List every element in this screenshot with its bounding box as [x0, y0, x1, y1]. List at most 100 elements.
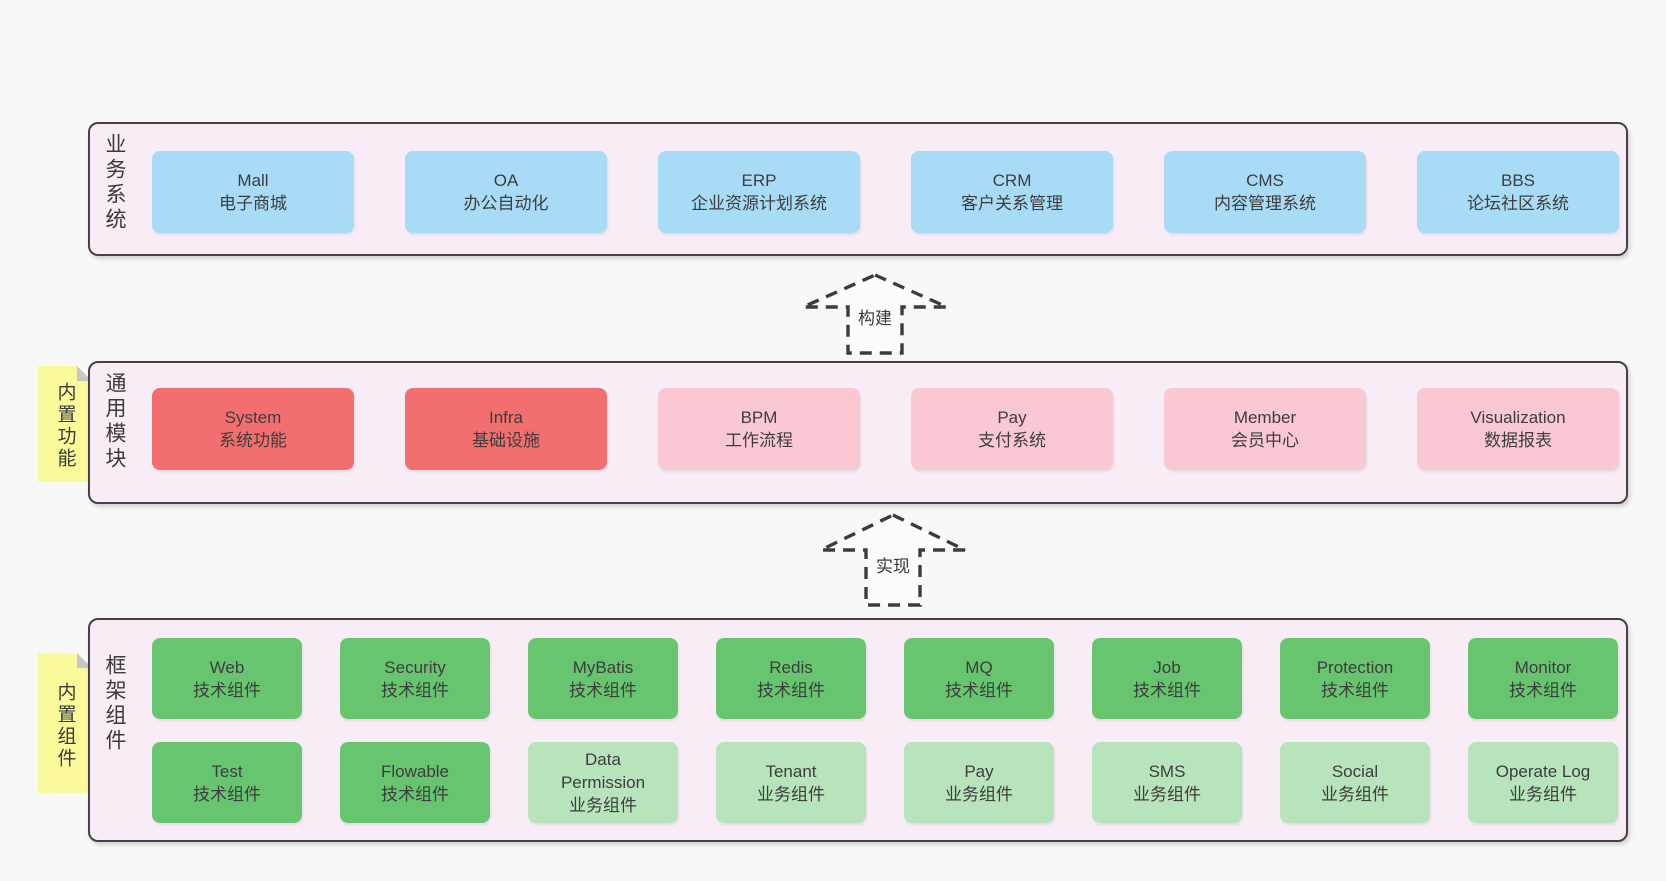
note-text: 内置功能 [54, 382, 76, 471]
box-title: Pay [964, 761, 994, 781]
box-social: Social 业务组件 [1280, 742, 1430, 823]
box-title: BBS [1500, 171, 1536, 190]
box-subtitle: 业务组件 [1133, 784, 1201, 804]
panel-framework-components: 框架组件 Web 技术组件 Security 技术组件 MyBatis 技术组件… [88, 618, 1628, 842]
box-title: Web [209, 657, 245, 677]
box-subtitle: 技术组件 [757, 680, 825, 700]
box-subtitle: 会员中心 [1231, 431, 1299, 450]
components-box-row-1: Web 技术组件 Security 技术组件 MyBatis 技术组件 Redi… [152, 638, 1618, 719]
components-box-row-2: Test 技术组件 Flowable 技术组件 Data Permission … [152, 742, 1618, 823]
box-subtitle: 支付系统 [978, 431, 1046, 450]
box-test: Test 技术组件 [152, 742, 302, 823]
box-mq: MQ 技术组件 [904, 638, 1054, 719]
box-subtitle: 客户关系管理 [961, 194, 1063, 213]
business-box-row: Mall 电子商城 OA 办公自动化 ERP 企业资源计划系统 CRM 客户关系… [152, 151, 1619, 233]
box-system: System 系统功能 [152, 388, 354, 470]
box-subtitle: 工作流程 [725, 431, 793, 450]
box-subtitle: 技术组件 [1321, 680, 1389, 700]
build-arrow: 构建 [800, 272, 950, 356]
box-protection: Protection 技术组件 [1280, 638, 1430, 719]
box-redis: Redis 技术组件 [716, 638, 866, 719]
box-subtitle: 论坛社区系统 [1467, 194, 1569, 213]
box-title: Job [1153, 657, 1181, 677]
box-infra: Infra 基础设施 [405, 388, 607, 470]
box-bpm: BPM 工作流程 [658, 388, 860, 470]
box-subtitle: 技术组件 [1133, 680, 1201, 700]
box-subtitle: 数据报表 [1484, 431, 1552, 450]
box-title: System [224, 408, 282, 427]
sticky-note-builtin-components: 内置组件 [38, 653, 92, 793]
box-subtitle: 业务组件 [569, 796, 637, 815]
box-title: SMS [1148, 761, 1186, 781]
box-title: Data Permission [560, 750, 646, 792]
sticky-note-builtin-features: 内置功能 [38, 366, 92, 482]
box-title: Flowable [380, 761, 450, 781]
modules-box-row: System 系统功能 Infra 基础设施 BPM 工作流程 Pay 支付系统… [152, 388, 1619, 470]
box-subtitle: 技术组件 [193, 680, 261, 700]
note-text: 内置组件 [54, 681, 76, 770]
arrow-label: 实现 [873, 552, 913, 578]
box-tenant: Tenant 业务组件 [716, 742, 866, 823]
box-subtitle: 内容管理系统 [1214, 194, 1316, 213]
box-crm: CRM 客户关系管理 [911, 151, 1113, 233]
box-web: Web 技术组件 [152, 638, 302, 719]
box-title: Security [384, 657, 446, 677]
box-member: Member 会员中心 [1164, 388, 1366, 470]
box-title: Mall [237, 171, 269, 190]
box-title: Visualization [1470, 408, 1566, 427]
box-subtitle: 业务组件 [945, 784, 1013, 804]
box-pay-system: Pay 支付系统 [911, 388, 1113, 470]
box-title: Redis [769, 657, 813, 677]
panel-common-modules: 通用模块 System 系统功能 Infra 基础设施 BPM 工作流程 Pay… [88, 361, 1628, 504]
box-title: CRM [992, 171, 1032, 190]
box-title: Test [211, 761, 243, 781]
box-mybatis: MyBatis 技术组件 [528, 638, 678, 719]
box-subtitle: 企业资源计划系统 [691, 194, 827, 213]
layer-label-components: 框架组件 [103, 654, 126, 754]
box-subtitle: 基础设施 [472, 431, 540, 450]
box-subtitle: 技术组件 [381, 784, 449, 804]
box-title: Monitor [1514, 657, 1572, 677]
box-cms: CMS 内容管理系统 [1164, 151, 1366, 233]
box-pay-component: Pay 业务组件 [904, 742, 1054, 823]
box-job: Job 技术组件 [1092, 638, 1242, 719]
box-title: OA [493, 171, 519, 190]
box-title: Infra [488, 408, 524, 427]
box-subtitle: 技术组件 [381, 680, 449, 700]
box-oa: OA 办公自动化 [405, 151, 607, 233]
box-subtitle: 技术组件 [193, 784, 261, 804]
box-subtitle: 技术组件 [1509, 680, 1577, 700]
box-visualization: Visualization 数据报表 [1417, 388, 1619, 470]
box-flowable: Flowable 技术组件 [340, 742, 490, 823]
layer-label-modules: 通用模块 [103, 372, 126, 472]
box-title: Member [1233, 408, 1297, 427]
box-title: Social [1331, 761, 1379, 781]
box-bbs: BBS 论坛社区系统 [1417, 151, 1619, 233]
box-mall: Mall 电子商城 [152, 151, 354, 233]
box-security: Security 技术组件 [340, 638, 490, 719]
box-operate-log: Operate Log 业务组件 [1468, 742, 1618, 823]
box-title: Operate Log [1495, 761, 1591, 781]
box-title: BPM [740, 408, 778, 427]
layer-label-business: 业务系统 [103, 133, 126, 233]
box-subtitle: 系统功能 [219, 431, 287, 450]
box-sms: SMS 业务组件 [1092, 742, 1242, 823]
box-title: Pay [997, 408, 1027, 427]
box-subtitle: 电子商城 [219, 194, 287, 213]
box-subtitle: 技术组件 [569, 680, 637, 700]
arrow-label: 构建 [855, 303, 895, 329]
box-subtitle: 业务组件 [1321, 784, 1389, 804]
box-title: CMS [1246, 171, 1284, 190]
box-data-permission: Data Permission 业务组件 [528, 742, 678, 823]
implement-arrow: 实现 [818, 512, 968, 608]
box-title: MQ [965, 657, 993, 677]
box-subtitle: 办公自动化 [463, 194, 549, 213]
box-subtitle: 业务组件 [757, 784, 825, 804]
box-title: MyBatis [572, 657, 634, 677]
panel-business-systems: 业务系统 Mall 电子商城 OA 办公自动化 ERP 企业资源计划系统 CRM… [88, 122, 1628, 256]
box-title: Tenant [765, 761, 817, 781]
box-subtitle: 技术组件 [945, 680, 1013, 700]
box-title: ERP [741, 171, 777, 190]
box-subtitle: 业务组件 [1509, 784, 1577, 804]
